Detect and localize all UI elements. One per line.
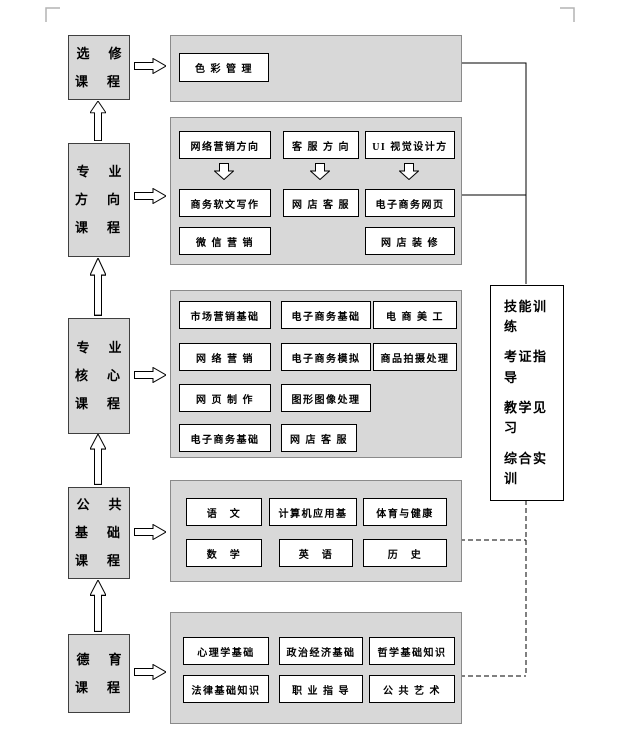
down-arrow-icon — [399, 163, 419, 180]
course-box: 法律基础知识 — [183, 675, 269, 703]
course-box: UI 视觉设计方 — [365, 131, 455, 159]
course-box: 电子商务基础 — [281, 301, 371, 329]
course-box: 历 史 — [363, 539, 447, 567]
course-box: 政治经济基础 — [279, 637, 363, 665]
course-box: 体育与健康 — [363, 498, 447, 526]
course-box: 网 店 装 修 — [365, 227, 455, 255]
course-box: 商品拍摄处理 — [373, 343, 457, 371]
panel-direction-courses: 网络营销方向 客 服 方 向 UI 视觉设计方 商务软文写作 网 店 客 服 电… — [170, 117, 462, 265]
course-box: 数 学 — [186, 539, 262, 567]
panel-moral-courses: 心理学基础 政治经济基础 哲学基础知识 法律基础知识 职 业 指 导 公 共 艺… — [170, 612, 462, 724]
right-arrow-icon — [134, 58, 166, 74]
right-arrow-icon — [134, 367, 166, 383]
course-box: 电子商务网页 — [365, 189, 455, 217]
course-box: 电子商务模拟 — [281, 343, 371, 371]
course-box: 语 文 — [186, 498, 262, 526]
course-box: 网络营销方向 — [179, 131, 271, 159]
course-box: 公 共 艺 术 — [369, 675, 455, 703]
up-arrow-icon — [90, 580, 106, 632]
course-box: 色 彩 管 理 — [179, 53, 269, 82]
panel-core-courses: 市场营销基础 电子商务基础 电 商 美 工 网 络 营 销 电子商务模拟 商品拍… — [170, 290, 462, 458]
down-arrow-icon — [310, 163, 330, 180]
practice-item: 教学见习 — [504, 400, 548, 436]
up-arrow-icon — [90, 101, 106, 141]
practice-item: 技能训练 — [504, 298, 548, 334]
course-box: 计算机应用基 — [269, 498, 357, 526]
category-direction: 专 业 方 向 课 程 — [68, 143, 130, 257]
course-box: 图形图像处理 — [281, 384, 371, 412]
course-box: 网 络 营 销 — [179, 343, 271, 371]
practice-item: 综合实训 — [504, 451, 548, 487]
up-arrow-icon — [90, 434, 106, 485]
course-box: 哲学基础知识 — [369, 637, 455, 665]
course-box: 微 信 营 销 — [179, 227, 271, 255]
category-core: 专 业 核 心 课 程 — [68, 318, 130, 434]
right-arrow-icon — [134, 664, 166, 680]
practice-item: 考证指导 — [504, 349, 548, 385]
course-box: 电 商 美 工 — [373, 301, 457, 329]
course-box: 英 语 — [279, 539, 353, 567]
panel-public-basic-courses: 语 文 计算机应用基 体育与健康 数 学 英 语 历 史 — [170, 480, 462, 582]
practice-training-box: 技能训练 考证指导 教学见习 综合实训 — [490, 285, 564, 501]
course-box: 职 业 指 导 — [279, 675, 363, 703]
category-public-basic: 公 共 基 础 课 程 — [68, 487, 130, 579]
course-box: 市场营销基础 — [179, 301, 271, 329]
down-arrow-icon — [214, 163, 234, 180]
up-arrow-icon — [90, 258, 106, 316]
page-margin-mark-left — [45, 7, 60, 22]
course-box: 电子商务基础 — [179, 424, 271, 452]
page-margin-mark-right — [560, 7, 575, 22]
connector-elective-to-practice — [460, 62, 527, 284]
course-box: 网 店 客 服 — [281, 424, 357, 452]
right-arrow-icon — [134, 524, 166, 540]
category-moral: 德 育 课 程 — [68, 634, 130, 713]
course-box: 网 页 制 作 — [179, 384, 271, 412]
course-box: 客 服 方 向 — [283, 131, 359, 159]
course-box: 网 店 客 服 — [283, 189, 359, 217]
course-box: 心理学基础 — [183, 637, 269, 665]
panel-elective-courses: 色 彩 管 理 — [170, 35, 462, 102]
right-arrow-icon — [134, 188, 166, 204]
course-box: 商务软文写作 — [179, 189, 271, 217]
category-elective: 选 修 课 程 — [68, 35, 130, 100]
